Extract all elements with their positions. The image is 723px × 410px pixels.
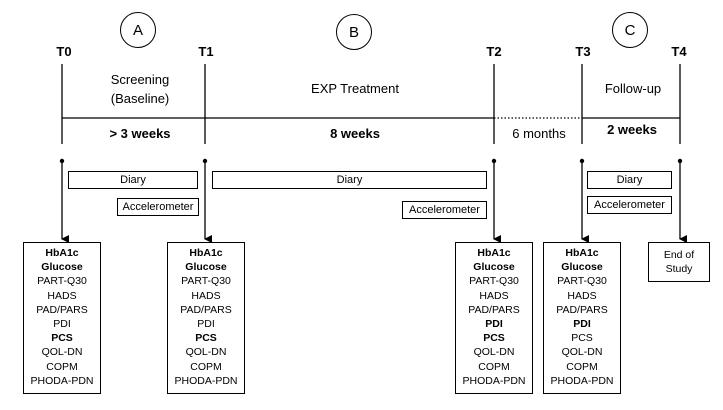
phase-circle-a: A bbox=[120, 12, 156, 48]
measure-item: QOL-DN bbox=[41, 346, 83, 359]
duration-treatment: 8 weeks bbox=[330, 126, 380, 141]
measure-item: PCS bbox=[195, 332, 217, 345]
measure-item: Glucose bbox=[185, 261, 227, 274]
phase-circle-c: C bbox=[612, 12, 648, 48]
measure-item: Glucose bbox=[473, 261, 515, 274]
measure-item: PAD/PARS bbox=[556, 303, 608, 316]
measure-item: PHODA-PDN bbox=[550, 374, 614, 387]
measure-item: HADS bbox=[567, 289, 597, 302]
measure-item: COPM bbox=[46, 360, 78, 373]
measure-item: PDI bbox=[197, 318, 215, 331]
phase-screening-line1: Screening bbox=[110, 72, 170, 87]
measure-item: PART-Q30 bbox=[181, 275, 231, 288]
phase-screening: Screening (Baseline) bbox=[95, 70, 185, 108]
measure-item: HbA1c bbox=[189, 247, 223, 259]
diary-bar-followup: Diary bbox=[587, 171, 672, 189]
duration-gap: 6 months bbox=[512, 126, 566, 141]
measure-item: PDI bbox=[53, 318, 71, 331]
measure-item: PART-Q30 bbox=[469, 275, 519, 288]
accelerometer-bar-screening: Accelerometer bbox=[117, 198, 199, 216]
measure-item: COPM bbox=[566, 360, 598, 373]
measure-item: PHODA-PDN bbox=[462, 374, 526, 387]
measure-item: HbA1c bbox=[565, 247, 599, 259]
measure-item: PCS bbox=[571, 332, 593, 345]
measure-item: HADS bbox=[191, 289, 221, 302]
measure-item: Glucose bbox=[41, 261, 83, 274]
measure-item: HbA1c bbox=[477, 247, 511, 259]
measure-item: COPM bbox=[478, 360, 510, 373]
measure-item: PHODA-PDN bbox=[30, 374, 94, 387]
accelerometer-bar-treatment: Accelerometer bbox=[402, 201, 487, 219]
measure-item: QOL-DN bbox=[185, 346, 227, 359]
measure-item: Study bbox=[665, 263, 693, 276]
duration-screening: > 3 weeks bbox=[109, 126, 171, 141]
measure-item: PAD/PARS bbox=[468, 303, 520, 316]
timepoint-t3: T3 bbox=[575, 44, 591, 59]
measure-item: QOL-DN bbox=[561, 346, 603, 359]
measure-item: PART-Q30 bbox=[37, 275, 87, 288]
measures-box-t4: End of Study bbox=[648, 242, 710, 282]
measure-item: HADS bbox=[47, 289, 77, 302]
diary-bar-treatment: Diary bbox=[212, 171, 487, 189]
measure-item: PHODA-PDN bbox=[174, 374, 238, 387]
phase-treatment: EXP Treatment bbox=[311, 81, 399, 96]
measure-item: Glucose bbox=[561, 261, 603, 274]
timepoint-t1: T1 bbox=[198, 44, 214, 59]
measure-item: PCS bbox=[51, 332, 73, 345]
measure-item: COPM bbox=[190, 360, 222, 373]
measure-item: HADS bbox=[479, 289, 509, 302]
timepoint-t4: T4 bbox=[671, 44, 687, 59]
measure-item: End of bbox=[663, 249, 695, 261]
measure-item: PAD/PARS bbox=[180, 303, 232, 316]
measure-item: PDI bbox=[573, 318, 591, 331]
measure-item: PAD/PARS bbox=[36, 303, 88, 316]
timepoint-t0: T0 bbox=[56, 44, 72, 59]
measure-item: PDI bbox=[485, 318, 503, 331]
phase-followup: Follow-up bbox=[604, 81, 662, 96]
timepoint-t2: T2 bbox=[486, 44, 502, 59]
phase-screening-line2: (Baseline) bbox=[110, 91, 170, 106]
measure-item: PCS bbox=[483, 332, 505, 345]
duration-followup: 2 weeks bbox=[607, 122, 657, 137]
measure-item: QOL-DN bbox=[473, 346, 515, 359]
accelerometer-bar-followup: Accelerometer bbox=[587, 196, 672, 214]
measure-item: PART-Q30 bbox=[557, 275, 607, 288]
phase-circle-b: B bbox=[336, 14, 372, 50]
measure-item: HbA1c bbox=[45, 247, 79, 259]
diary-bar-screening: Diary bbox=[68, 171, 198, 189]
